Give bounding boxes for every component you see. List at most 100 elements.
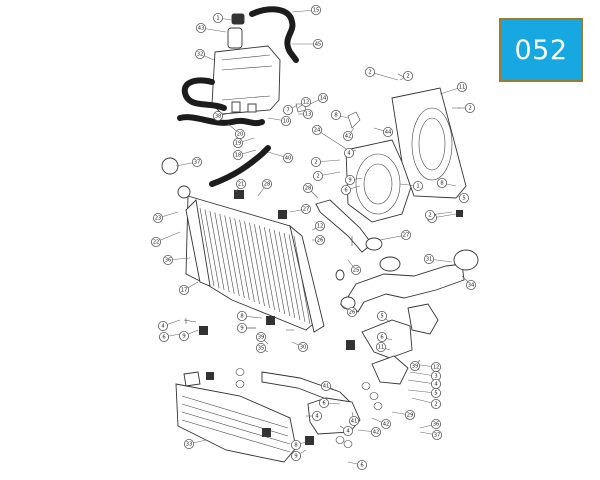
callout-42: 42 — [342, 130, 353, 141]
callout-circle — [348, 415, 359, 426]
oil-cooler — [175, 371, 297, 463]
callout-circle — [157, 320, 168, 331]
callout-circle — [255, 342, 266, 353]
callout-6: 6 — [376, 331, 387, 342]
callout-17: 17 — [178, 284, 189, 295]
callout-1: 1 — [212, 12, 223, 23]
callout-number: 6 — [344, 187, 347, 193]
callout-2: 2 — [402, 71, 413, 82]
callout-number: 11 — [378, 344, 385, 350]
callout-18: 18 — [232, 149, 243, 160]
callout-number: 18 — [235, 152, 242, 158]
callout-2: 2 — [464, 103, 475, 114]
callout-40: 40 — [282, 152, 293, 163]
small-hardware — [161, 73, 463, 448]
callout-43: 43 — [195, 22, 206, 33]
callout-circle — [191, 156, 202, 167]
callout-number: 45 — [315, 41, 322, 47]
radiator-fin-line — [244, 221, 260, 305]
callout-number: 4 — [161, 323, 165, 329]
callout-circle — [183, 438, 194, 449]
mounting-brackets — [361, 303, 439, 385]
radiator-fin-line — [229, 216, 245, 299]
callout-20: 20 — [234, 128, 245, 139]
callout-number: 2 — [368, 69, 371, 75]
callout-24: 24 — [311, 125, 322, 136]
callout-44: 44 — [382, 127, 393, 138]
callout-number: 10 — [283, 118, 290, 124]
callout-number: 2 — [314, 159, 317, 165]
callout-circle — [314, 220, 325, 231]
callout-30: 30 — [297, 341, 308, 352]
callout-number: 8 — [334, 112, 337, 118]
radiator-fin-line — [254, 224, 270, 309]
callout-22: 22 — [150, 236, 161, 247]
callout-9: 9 — [344, 174, 355, 185]
callout-39: 39 — [409, 360, 420, 371]
callout-number: 35 — [258, 345, 265, 351]
callout-number: 1 — [416, 183, 419, 189]
callout-14: 14 — [317, 93, 328, 104]
callout-circle — [290, 450, 301, 461]
callout-number: 11 — [459, 84, 466, 90]
callout-number: 32 — [197, 51, 204, 57]
callout-42: 42 — [380, 418, 391, 429]
callout-9: 9 — [290, 450, 301, 461]
leader-line — [316, 129, 349, 151]
callout-2: 2 — [312, 170, 323, 181]
callout-number: 4 — [315, 413, 319, 419]
callout-number: 4 — [434, 381, 438, 387]
callout-2: 2 — [310, 156, 321, 167]
callout-circle — [409, 360, 420, 371]
callout-number: 37 — [434, 432, 441, 438]
callout-circle — [400, 229, 411, 240]
callout-number: 9 — [182, 333, 185, 339]
callout-number: 4 — [346, 428, 350, 434]
callout-number: 12 — [317, 223, 324, 229]
callout-37: 37 — [431, 429, 442, 440]
callout-8: 8 — [436, 177, 447, 188]
callout-number: 40 — [285, 155, 292, 161]
callout-circle — [158, 331, 169, 342]
callout-circle — [178, 284, 189, 295]
callout-10: 10 — [280, 116, 291, 127]
callout-circle — [344, 174, 355, 185]
oil-lines — [261, 371, 361, 435]
callout-6: 6 — [158, 331, 169, 342]
callout-circle — [150, 236, 161, 247]
callout-6: 6 — [318, 397, 329, 408]
callout-number: 6 — [380, 334, 383, 340]
callout-circle — [236, 322, 247, 333]
callout-33: 33 — [183, 438, 194, 449]
callout-36: 36 — [162, 254, 173, 265]
callout-12: 12 — [430, 361, 441, 372]
callout-2: 2 — [424, 209, 435, 220]
callout-11: 11 — [375, 341, 386, 352]
callout-45: 45 — [312, 39, 323, 50]
callout-19: 19 — [232, 137, 243, 148]
callout-circle — [423, 253, 434, 264]
callout-6: 6 — [340, 184, 351, 195]
callout-circle — [356, 459, 367, 470]
callout-number: 5 — [380, 313, 383, 319]
callout-number: 21 — [238, 181, 245, 187]
callout-number: 39 — [258, 334, 265, 340]
callout-circle — [343, 147, 354, 158]
radiator-fin-line — [259, 225, 275, 311]
callout-number: 12 — [433, 364, 440, 370]
callout-number: 13 — [305, 111, 312, 117]
callout-circle — [404, 409, 415, 420]
callout-circle — [311, 125, 322, 136]
radiator-fin-line — [288, 234, 306, 323]
callout-number: 9 — [348, 177, 351, 183]
callout-4: 4 — [311, 410, 322, 421]
callout-5: 5 — [376, 310, 387, 321]
callout-26: 26 — [346, 306, 357, 317]
tank-hoses — [177, 6, 299, 187]
callout-circle — [320, 380, 331, 391]
callout-circle — [380, 418, 391, 429]
callout-number: 2 — [406, 73, 409, 79]
callout-31: 31 — [423, 253, 434, 264]
